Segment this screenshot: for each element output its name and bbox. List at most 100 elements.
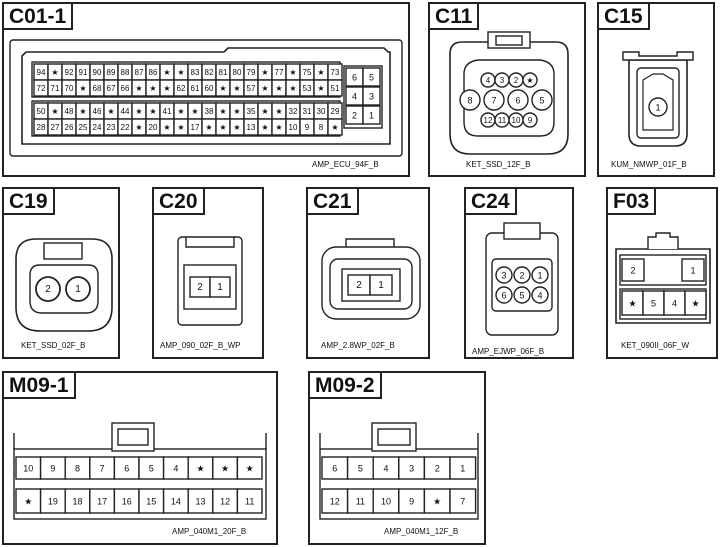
pin-insert: [183, 264, 237, 310]
connector-code: AMP_2.8WP_02F_B: [321, 341, 395, 350]
pin-label: 11: [498, 116, 507, 125]
unused-pin-mark: ★: [24, 497, 32, 507]
pin-label: 6: [124, 464, 129, 474]
pin-label: 3: [369, 92, 374, 102]
locking-latch: [647, 232, 679, 249]
locking-latch: [345, 238, 395, 247]
pin-label: 48: [65, 107, 74, 116]
pin-label: 2: [45, 284, 51, 295]
pin-label: 5: [651, 299, 656, 309]
unused-pin-mark: ★: [289, 84, 296, 93]
unused-pin-mark: ★: [275, 84, 282, 93]
pin-label: 26: [65, 123, 74, 132]
pin-label: 70: [65, 84, 74, 93]
connector-housing: [15, 238, 113, 332]
pin-label: 13: [247, 123, 256, 132]
connector-housing: [449, 41, 569, 155]
connector-id: C20: [152, 187, 205, 215]
pin-label: 82: [205, 68, 214, 77]
connector-shell: [21, 47, 391, 145]
pin-label: 13: [195, 497, 205, 507]
unused-pin-mark: ★: [317, 84, 324, 93]
pin-label: 18: [72, 497, 82, 507]
pin-label: 28: [37, 123, 46, 132]
pin-label: 6: [515, 96, 520, 106]
pin-label: 41: [163, 107, 172, 116]
latch-slot: [495, 35, 523, 46]
unused-pin-mark: ★: [261, 84, 268, 93]
pin-cavity: [495, 266, 513, 284]
pin-label: 7: [100, 464, 105, 474]
pin-label: 5: [149, 464, 154, 474]
unused-pin-mark: ★: [107, 107, 114, 116]
pin-cavity: [449, 488, 477, 514]
unused-pin-mark: ★: [433, 497, 441, 507]
pin-label: 2: [197, 282, 203, 293]
pin-label: 1: [369, 111, 374, 121]
pin-label: 7: [460, 497, 465, 507]
pin-cavity: [209, 276, 231, 298]
connector-code: KET_SSD_12F_B: [466, 160, 531, 169]
pin-label: 72: [37, 84, 46, 93]
unused-pin-mark: ★: [628, 299, 636, 309]
pin-label: 5: [369, 73, 374, 83]
unused-pin-mark: ★: [135, 107, 142, 116]
pin-label: 17: [97, 497, 107, 507]
pin-cavity: [684, 290, 707, 316]
pin-label: 91: [79, 68, 88, 77]
pin-label: 4: [672, 299, 677, 309]
unused-pin-mark: ★: [233, 107, 240, 116]
connector-code: KET_090II_06F_W: [621, 341, 690, 350]
pin-label: 10: [289, 123, 298, 132]
unused-pin-mark: ★: [289, 68, 296, 77]
pin-label: 67: [107, 84, 116, 93]
pin-cavity: [459, 89, 481, 111]
pin-label: 3: [500, 76, 505, 85]
unused-pin-mark: ★: [51, 107, 58, 116]
pin-insert: [636, 67, 680, 139]
pin-label: 6: [501, 291, 506, 301]
unused-pin-mark: ★: [163, 84, 170, 93]
pin-label: 57: [247, 84, 256, 93]
pin-label: 10: [512, 116, 521, 125]
pin-label: 4: [486, 76, 491, 85]
pin-cavity: [483, 89, 505, 111]
pin-cavity: [35, 276, 61, 302]
pin-label: 1: [537, 271, 542, 281]
locking-latch: [43, 242, 83, 260]
side-pin-block: [343, 65, 383, 129]
pin-label: 77: [275, 68, 284, 77]
pin-label: 2: [514, 76, 519, 85]
connector-code: KUM_NMWP_01F_B: [611, 160, 687, 169]
pin-label: 51: [331, 84, 340, 93]
connector-id: C11: [428, 2, 480, 30]
pin-cavity: [327, 118, 343, 136]
connector-code: AMP_040M1_20F_B: [172, 527, 247, 536]
pin-label: 32: [289, 107, 298, 116]
pin-cavity: [39, 488, 66, 514]
connector-id: C15: [597, 2, 650, 30]
pin-cavity: [113, 488, 140, 514]
pin-label: 23: [107, 123, 116, 132]
connector-code: AMP_ECU_94F_B: [312, 160, 379, 169]
pin-label: 1: [378, 280, 384, 291]
pin-cavity: [138, 488, 165, 514]
pin-cavity: [236, 488, 263, 514]
pin-label: 2: [356, 280, 362, 291]
pin-cavity: [89, 488, 116, 514]
latch-slot: [117, 428, 149, 446]
unused-pin-mark: ★: [261, 123, 268, 132]
pin-label: 8: [319, 123, 324, 132]
pin-label: 12: [330, 497, 340, 507]
pin-label: 80: [233, 68, 242, 77]
pin-cavity: [531, 286, 549, 304]
locking-latch: [185, 237, 235, 248]
